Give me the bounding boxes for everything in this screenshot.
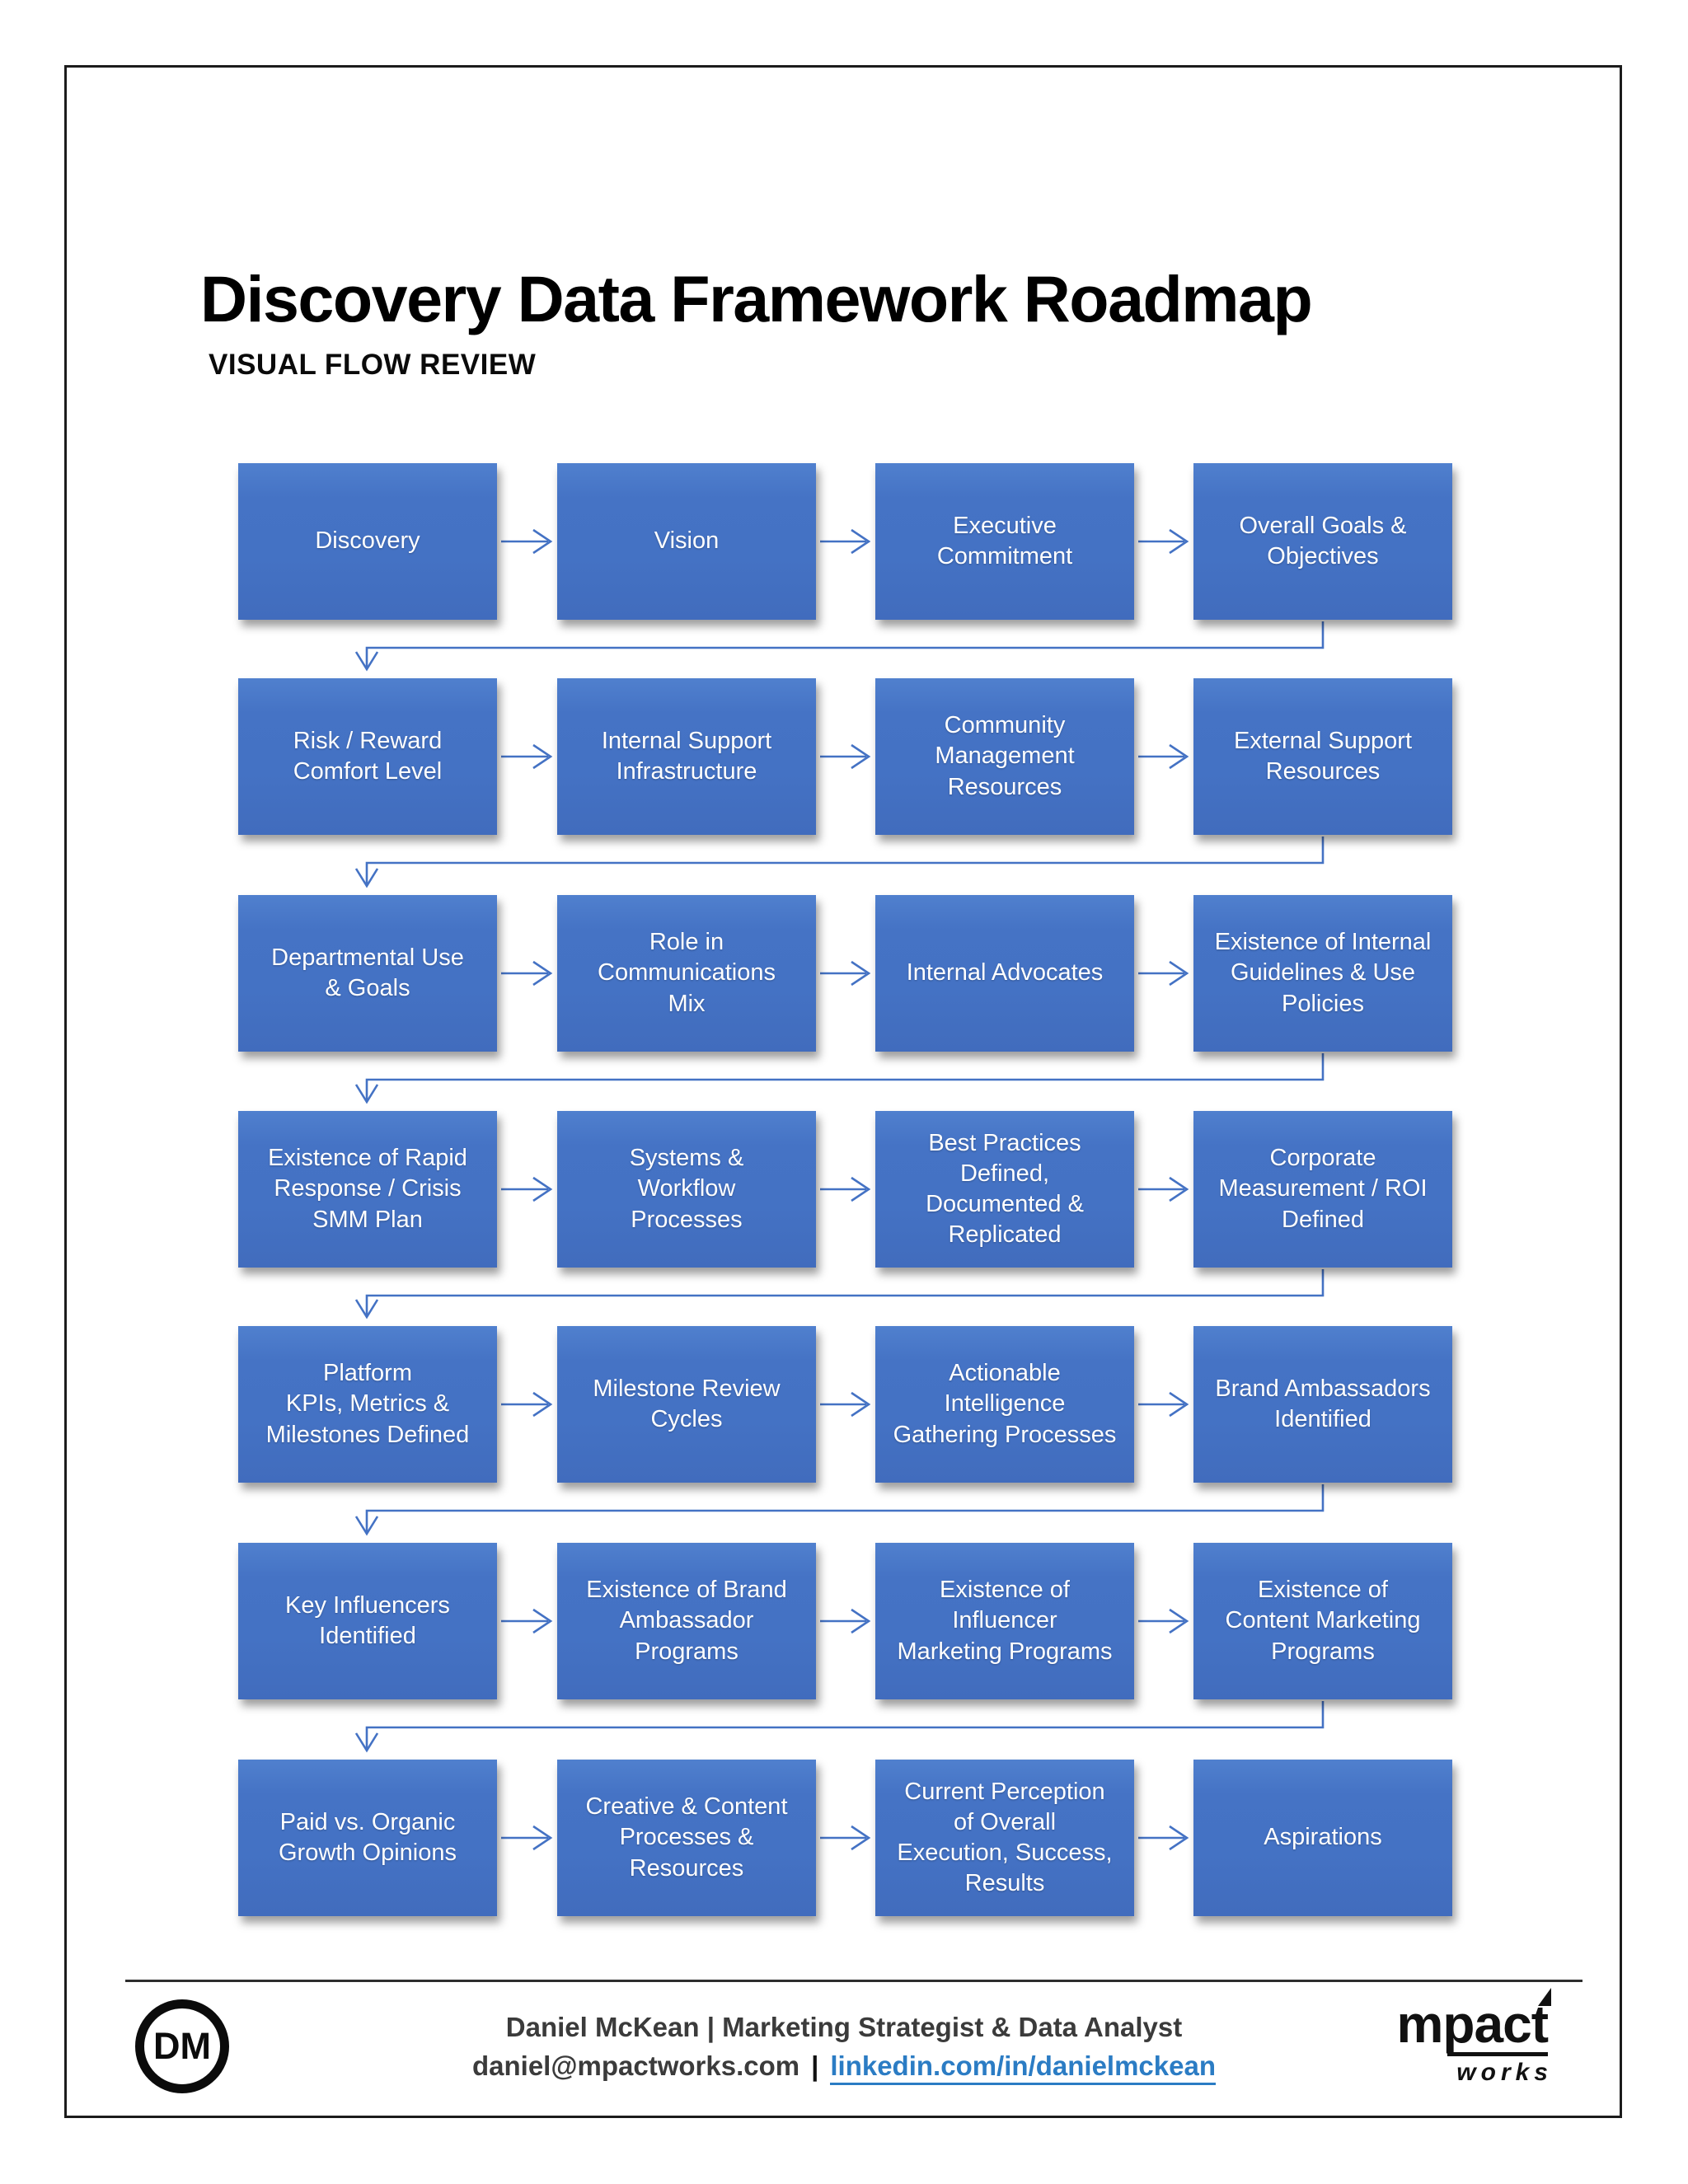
flow-box-label: Overall Goals & Objectives: [1239, 512, 1407, 569]
flow-box-label: Corporate Measurement / ROI Defined: [1218, 1145, 1428, 1233]
footer-divider: [125, 1980, 1582, 1982]
flow-box-label: External Support Resources: [1233, 727, 1412, 785]
flow-box-label: Existence of Internal Guidelines & Use P…: [1214, 929, 1432, 1017]
flow-box: Overall Goals & Objectives: [1193, 463, 1452, 620]
dm-monogram-logo: DM: [135, 1999, 229, 2093]
mpact-logo-flag-icon: [1538, 1988, 1551, 2006]
flow-box-label: Creative & Content Processes & Resources: [585, 1793, 788, 1882]
flow-box: Existence of Rapid Response / Crisis SMM…: [238, 1111, 497, 1268]
footer-contact-line: daniel@mpactworks.com | linkedin.com/in/da…: [0, 2050, 1688, 2085]
mpact-logo-works: works: [1456, 2059, 1553, 2086]
flow-box: Existence of Influencer Marketing Progra…: [875, 1543, 1134, 1699]
flow-box-label: Vision: [654, 527, 720, 555]
flow-box: Internal Advocates: [875, 895, 1134, 1052]
flow-box-label: Community Management Resources: [935, 712, 1075, 800]
mpact-works-logo: mpact works: [1350, 1988, 1551, 2087]
footer-name-line: Daniel McKean | Marketing Strategist & D…: [505, 2012, 1183, 2042]
flow-box: External Support Resources: [1193, 678, 1452, 835]
flow-box-label: Brand Ambassadors Identified: [1215, 1375, 1431, 1432]
flow-box: Existence of Brand Ambassador Programs: [557, 1543, 816, 1699]
flow-box-label: Actionable Intelligence Gathering Proces…: [893, 1360, 1117, 1448]
flow-box: Departmental Use & Goals: [238, 895, 497, 1052]
flow-box-label: Internal Advocates: [906, 959, 1104, 987]
flow-box: Corporate Measurement / ROI Defined: [1193, 1111, 1452, 1268]
flow-box: Community Management Resources: [875, 678, 1134, 835]
flow-box-label: Systems & Workflow Processes: [629, 1145, 744, 1233]
mpact-logo-word: mpact: [1397, 1988, 1551, 2050]
flow-box-label: Milestone Review Cycles: [593, 1375, 781, 1432]
flow-box-label: Current Perception of Overall Execution,…: [897, 1778, 1113, 1897]
flow-box: Vision: [557, 463, 816, 620]
flow-box-label: Executive Commitment: [936, 512, 1073, 569]
flow-box-label: Internal Support Infrastructure: [601, 727, 772, 785]
flow-box: Best Practices Defined, Documented & Rep…: [875, 1111, 1134, 1268]
page-title: Discovery Data Framework Roadmap: [200, 262, 1313, 335]
footer-pipe: |: [811, 2050, 819, 2081]
flow-box: Brand Ambassadors Identified: [1193, 1326, 1452, 1483]
flow-box-label: Existence of Rapid Response / Crisis SMM…: [268, 1145, 467, 1233]
flow-box-label: Aspirations: [1264, 1824, 1382, 1851]
flow-box: Role in Communications Mix: [557, 895, 816, 1052]
linkedin-link[interactable]: linkedin.com/in/danielmckean: [830, 2050, 1216, 2085]
flow-box: Risk / Reward Comfort Level: [238, 678, 497, 835]
flow-box: Existence of Content Marketing Programs: [1193, 1543, 1452, 1699]
flow-box-label: Existence of Brand Ambassador Programs: [586, 1577, 787, 1665]
flow-box-label: Risk / Reward Comfort Level: [293, 727, 443, 785]
flow-box-label: Existence of Influencer Marketing Progra…: [897, 1577, 1113, 1665]
flow-box: Systems & Workflow Processes: [557, 1111, 816, 1268]
flow-box: Creative & Content Processes & Resources: [557, 1760, 816, 1916]
flow-box: Current Perception of Overall Execution,…: [875, 1760, 1134, 1916]
flow-box-label: Discovery: [315, 527, 420, 555]
flow-box: Internal Support Infrastructure: [557, 678, 816, 835]
mpact-logo-text: mpact: [1396, 1994, 1549, 2054]
flow-box-label: Key Influencers Identified: [285, 1591, 450, 1649]
flow-box: Actionable Intelligence Gathering Proces…: [875, 1326, 1134, 1483]
flow-box-label: Best Practices Defined, Documented & Rep…: [926, 1129, 1084, 1249]
flow-box: Executive Commitment: [875, 463, 1134, 620]
flow-box-label: Platform KPIs, Metrics & Milestones Defi…: [265, 1360, 470, 1448]
flow-box: Platform KPIs, Metrics & Milestones Defi…: [238, 1326, 497, 1483]
flow-box: Key Influencers Identified: [238, 1543, 497, 1699]
mpact-logo-bar: [1447, 2052, 1548, 2056]
flow-box: Aspirations: [1193, 1760, 1452, 1916]
flow-box-label: Paid vs. Organic Growth Opinions: [279, 1808, 457, 1866]
flow-box: Milestone Review Cycles: [557, 1326, 816, 1483]
flow-box-label: Existence of Content Marketing Programs: [1225, 1577, 1421, 1665]
flow-box: Paid vs. Organic Growth Opinions: [238, 1760, 497, 1916]
flow-box-label: Role in Communications Mix: [598, 929, 776, 1017]
page-subtitle: VISUAL FLOW REVIEW: [209, 349, 537, 381]
flow-box-label: Departmental Use & Goals: [271, 944, 464, 1001]
flow-box: Existence of Internal Guidelines & Use P…: [1193, 895, 1452, 1052]
dm-monogram-text: DM: [153, 2025, 211, 2067]
footer-email: daniel@mpactworks.com: [471, 2050, 800, 2081]
flow-box: Discovery: [238, 463, 497, 620]
